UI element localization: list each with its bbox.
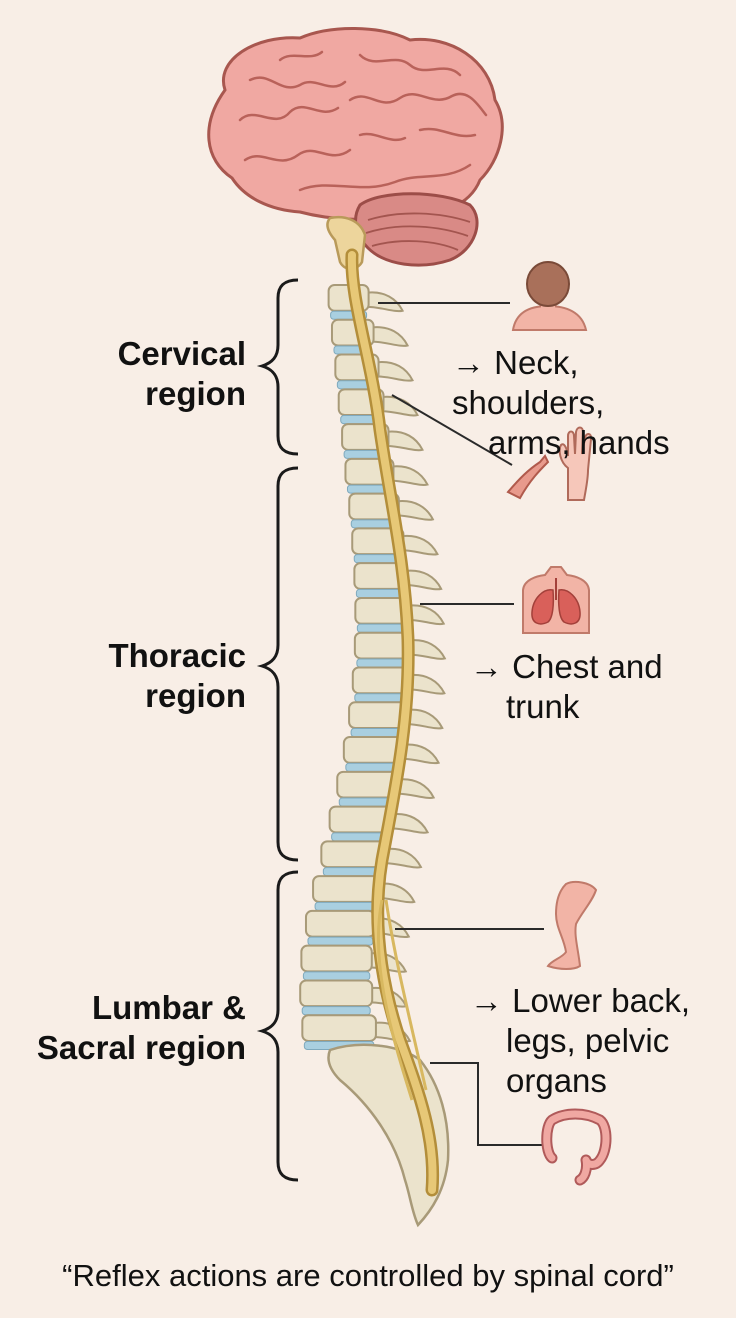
intervertebral-disc [356,658,410,668]
spinous-process [377,882,416,904]
spinous-process [407,639,447,660]
spinal-cord [345,248,440,1197]
vertebra [312,875,382,903]
region-lumbar-line2: Sacral region [36,1029,246,1066]
effect-thoracic-line1: Chest and [512,648,663,685]
thoracic-brace [256,466,299,862]
spinous-process [404,569,443,591]
spinous-process [407,673,446,695]
arm-hand-icon [506,426,593,501]
spinous-process [365,291,405,313]
effect-cervical: → Neck, shoulders, arms, hands [452,343,736,463]
effect-thoracic: → Chest and trunk [470,647,736,727]
spinous-process [396,778,436,799]
effect-lumbar-sacral: → Lower back, legs, pelvic organs [470,981,736,1101]
intervertebral-disc [307,936,374,946]
intestine-icon [541,1108,612,1186]
effect-lumbar-line1: Lower back, [512,982,691,1019]
intervertebral-disc [355,588,406,598]
intervertebral-disc [356,623,409,633]
brain [207,27,504,270]
region-lumbar-line1: Lumbar & [91,989,246,1026]
region-label-cervical: Cervical region [60,334,246,414]
spinous-process [395,500,435,521]
arrow-icon: → [452,344,485,381]
vertebra [304,909,376,938]
vertebra [300,944,373,973]
spinous-process [370,326,410,347]
region-cervical-line1: Cervical [117,335,246,372]
region-cervical-line2: region [145,375,246,412]
region-braces [256,278,299,1182]
caption: “Reflex actions are controlled by spinal… [62,1258,674,1293]
arrow-icon: → [470,982,503,1019]
region-thoracic-line1: Thoracic [108,637,246,674]
effect-thoracic-line2: trunk [506,688,580,725]
spinous-process [401,743,441,765]
spinous-process [390,465,429,486]
head-shoulders-icon [511,261,588,331]
spinous-process [383,847,423,869]
effect-cervical-line2: arms, hands [488,424,670,461]
spinous-process [405,708,444,730]
region-label-lumbar-sacral: Lumbar & Sacral region [10,988,246,1068]
lungs-torso-icon [522,566,590,634]
intervertebral-disc [301,1006,371,1016]
arrow-icon: → [470,648,503,685]
spinous-process [400,534,439,556]
vertebra [299,979,374,1008]
effect-cervical-line1: Neck, shoulders, [452,344,605,421]
lumbar-sacral-brace [256,870,299,1182]
spinous-process [390,813,430,834]
spinous-process [385,430,424,452]
leg-icon [546,881,598,970]
vertebra [301,1014,377,1042]
cervical-brace [256,278,299,456]
spinous-process [375,360,414,382]
effect-lumbar-line3: organs [506,1062,607,1099]
spinous-process [406,604,446,626]
region-thoracic-line2: region [145,677,246,714]
intervertebral-disc [314,901,379,911]
intervertebral-disc [302,971,371,981]
region-label-thoracic: Thoracic region [40,636,246,716]
nerve-connectors [378,302,545,1146]
effect-lumbar-line2: legs, pelvic [506,1022,670,1059]
